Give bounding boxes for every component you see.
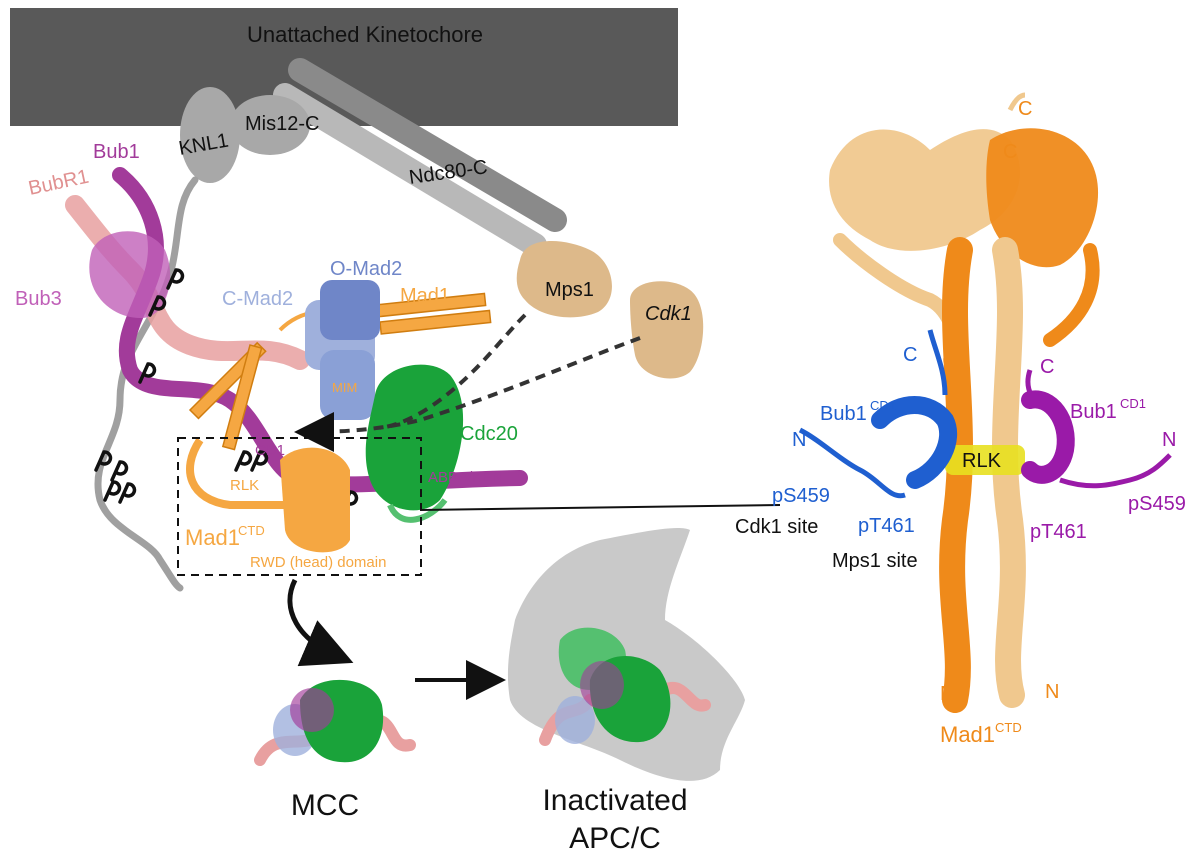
rwd-label: RWD (head) domain: [250, 554, 386, 571]
bub3-blob: [89, 231, 171, 319]
struct-c-blue: C: [903, 344, 917, 366]
kinetochore-label: Unattached Kinetochore: [247, 22, 483, 47]
mad1ctd-label-main: Mad1: [185, 525, 240, 550]
struct-n-purple: N: [1162, 429, 1176, 451]
bub1cd1-left-sup: CD1: [870, 398, 896, 413]
cdk1-label: Cdk1: [645, 303, 692, 325]
cd1-label: CD1: [255, 442, 285, 459]
zoom-box: [177, 437, 422, 576]
pt461-left: pT461: [858, 515, 915, 537]
cdc20-label: Cdc20: [460, 423, 518, 445]
apc-label-line1: Inactivated: [542, 784, 687, 817]
struct-c-purple: C: [1040, 356, 1054, 378]
bubr1-label: BubR1: [26, 166, 90, 200]
bub1cd1-right-main: Bub1: [1070, 401, 1117, 423]
cdk1-site: Cdk1 site: [735, 516, 818, 538]
bub3-label: Bub3: [15, 288, 62, 310]
to-mcc-arrow: [287, 578, 354, 667]
mps1-site: Mps1 site: [832, 550, 918, 572]
struct-rlk: RLK: [962, 450, 1002, 472]
mad1ctd-label-sup: CTD: [238, 523, 265, 538]
o-mad2-label: O-Mad2: [330, 258, 402, 280]
cdc20-tail: [387, 498, 448, 523]
struct-n-bottom2: N: [1045, 681, 1059, 703]
struct-mad1ctd-sup: CTD: [995, 720, 1022, 735]
mad1-ctd-linker: [186, 437, 300, 509]
ps459-right: pS459: [1128, 493, 1186, 515]
pt461-right: pT461: [1030, 521, 1087, 543]
struct-mad1ctd-main: Mad1: [940, 722, 995, 747]
struct-n-blue: N: [792, 429, 806, 451]
struct-n-bottom1: N: [940, 683, 954, 705]
mad1-rods: [188, 292, 492, 451]
mad1ctd-structure: [798, 92, 1172, 713]
mps1-label: Mps1: [545, 279, 594, 301]
struct-c-top2: C: [1003, 141, 1017, 163]
cdk1-blob: [630, 281, 704, 379]
bub1-label: Bub1: [93, 141, 140, 163]
phospho-marks: [94, 268, 359, 512]
mcc-complex: [254, 679, 416, 766]
bub1cd1-left-main: Bub1: [820, 403, 867, 425]
ps459-left: pS459: [772, 485, 830, 507]
c-mad2-label: C-Mad2: [222, 288, 293, 310]
mis12-blob: [230, 95, 310, 155]
knl1-tail: [94, 176, 199, 592]
mad1-ctd-head: [280, 447, 350, 553]
struct-c-top1: C: [1018, 98, 1032, 120]
mps1-blob: [516, 240, 612, 318]
cdk1-arrow: [294, 336, 641, 452]
ndc80-complex: [273, 58, 567, 257]
rlk-left-label: RLK: [230, 477, 259, 494]
o-mad2-blob: [320, 280, 380, 340]
apc-label-line2: APC/C: [569, 822, 661, 855]
bub1cd1-right-sup: CD1: [1120, 396, 1146, 411]
mim-label: MIM: [332, 380, 357, 395]
connector-line: [420, 504, 781, 511]
apc-complex: [507, 528, 745, 781]
mad2-lower-blob: [320, 350, 375, 420]
mis12-label: Mis12-C: [245, 113, 319, 135]
abba-ken-label: ABBA/KEN: [428, 469, 503, 486]
knl1-blob: [180, 87, 240, 183]
mad1-label: Mad1: [400, 285, 450, 307]
mcc-label: MCC: [291, 789, 359, 822]
